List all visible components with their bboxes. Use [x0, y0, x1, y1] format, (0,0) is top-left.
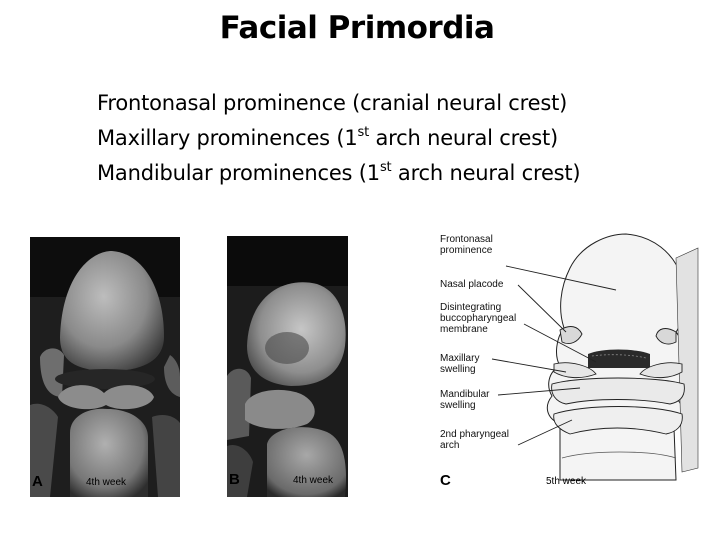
superscript: st — [379, 160, 392, 175]
bullet-list: Frontonasal prominence (cranial neural c… — [97, 86, 581, 191]
panel-b-photo: B 4th week — [227, 236, 348, 497]
panel-a-letter: A — [32, 473, 43, 490]
bullet-text: Mandibular prominences (1 — [97, 161, 380, 185]
label-maxillary: Maxillary swelling — [440, 353, 480, 375]
panel-a-caption: 4th week — [86, 477, 127, 488]
panel-c-caption: 5th week — [546, 476, 587, 487]
panel-b-letter: B — [229, 471, 240, 488]
label-frontonasal: Frontonasal prominence — [440, 234, 493, 256]
bullet-frontonasal: Frontonasal prominence (cranial neural c… — [97, 86, 580, 121]
label-mandibular: Mandibular swelling — [440, 389, 490, 411]
panel-c-diagram: Frontonasal prominence Nasal placode Dis… — [430, 228, 700, 498]
sem-embryo-frontal-image — [30, 237, 180, 497]
bullet-maxillary: Maxillary prominences (1st arch neural c… — [97, 121, 580, 156]
bullet-text: arch neural crest) — [391, 161, 581, 185]
panel-b-caption: 4th week — [293, 475, 334, 486]
sem-embryo-lateral-image — [227, 236, 348, 497]
bullet-text: Maxillary prominences (1 — [97, 126, 358, 150]
superscript: st — [357, 125, 370, 140]
panel-c-letter: C — [440, 472, 451, 489]
panel-a-photo: A 4th week — [30, 237, 180, 497]
bullet-text: arch neural crest) — [369, 126, 559, 150]
label-nasal-placode: Nasal placode — [440, 279, 504, 290]
slide-title: Facial Primordia — [219, 10, 495, 46]
bullet-text: Frontonasal prominence (cranial neural c… — [97, 91, 568, 115]
label-second-arch: 2nd pharyngeal arch — [440, 429, 509, 451]
label-membrane: Disintegrating buccopharyngeal membrane — [440, 302, 517, 335]
bullet-mandibular: Mandibular prominences (1st arch neural … — [97, 156, 581, 191]
facial-primordia-drawing — [491, 233, 699, 481]
